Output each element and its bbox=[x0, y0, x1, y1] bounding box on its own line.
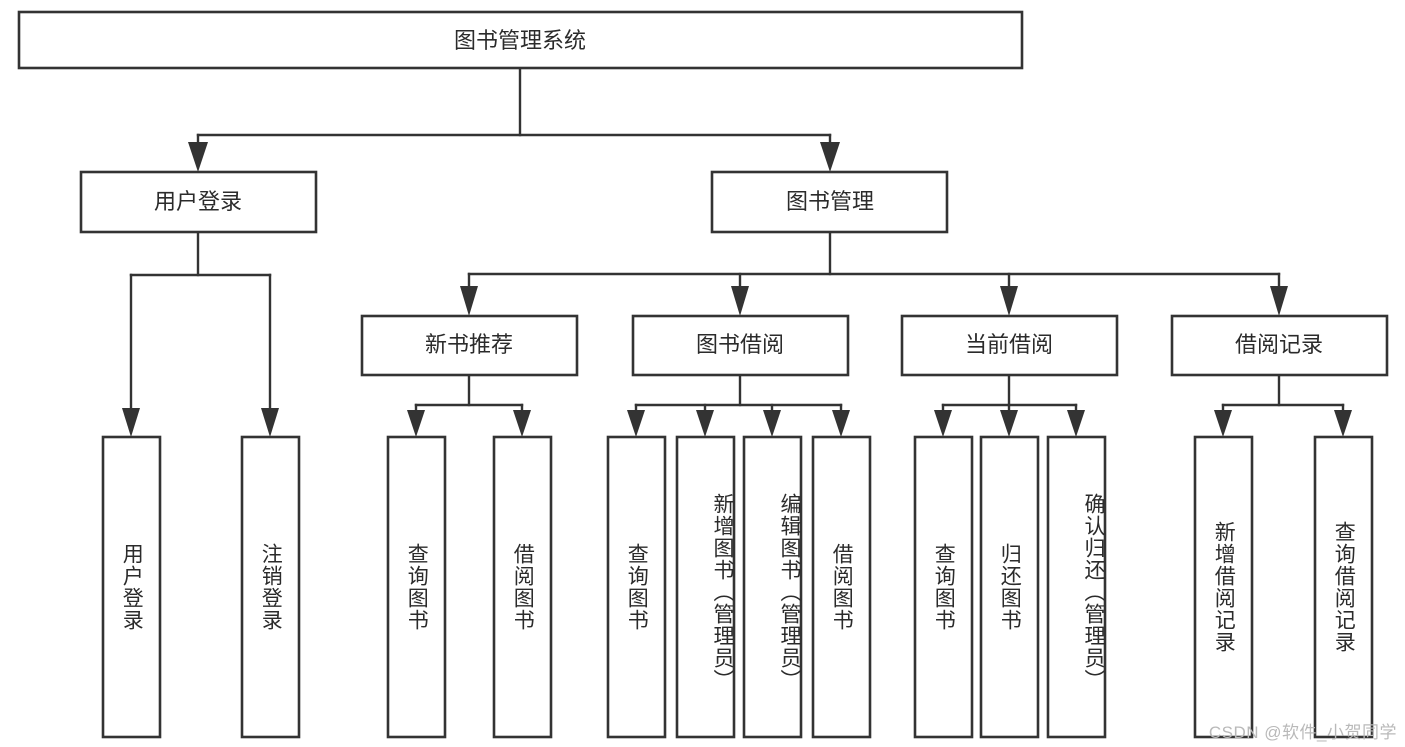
arrow-head-br-query bbox=[1334, 410, 1352, 437]
connector-group-borrowrecord bbox=[1214, 373, 1352, 437]
leaf-box-cb-confirm-return[interactable] bbox=[1046, 435, 1107, 739]
leaf-box-nb-borrow-book[interactable] bbox=[492, 435, 553, 739]
arrow-head-nb-query bbox=[407, 410, 425, 437]
leaf-box-br-query-record[interactable] bbox=[1313, 435, 1374, 739]
leaf-box-bb-add-book[interactable] bbox=[675, 435, 736, 739]
node-user-login-box[interactable] bbox=[79, 170, 318, 234]
arrow-head-bb-query bbox=[627, 410, 645, 437]
node-user-login-label: 用户登录 bbox=[154, 189, 242, 214]
connector-group-bookborrow bbox=[627, 373, 850, 437]
node-user-login[interactable]: 用户登录 bbox=[79, 170, 318, 234]
node-book-borrow-label: 图书借阅 bbox=[696, 332, 784, 357]
arrow-head-cb-query bbox=[934, 410, 952, 437]
arrow-head-cb-return bbox=[1000, 410, 1018, 437]
arrow-head-bb-add bbox=[696, 410, 714, 437]
node-root-label: 图书管理系统 bbox=[454, 28, 586, 53]
node-book-management[interactable]: 图书管理 bbox=[710, 170, 949, 234]
leaf-box-bb-borrow-book[interactable] bbox=[811, 435, 872, 739]
node-new-book-recommend-box[interactable] bbox=[360, 314, 579, 377]
arrow-head-current-borrow bbox=[1000, 286, 1018, 316]
arrow-head-bb-borrow bbox=[832, 410, 850, 437]
connector-group-books bbox=[460, 230, 1288, 316]
arrow-head-login bbox=[188, 142, 208, 172]
node-root-box[interactable] bbox=[17, 10, 1024, 70]
connector-group-login bbox=[122, 230, 279, 437]
node-current-borrow-label: 当前借阅 bbox=[965, 332, 1053, 357]
arrow-head-new-book bbox=[460, 286, 478, 316]
node-current-borrow-box[interactable] bbox=[900, 314, 1119, 377]
node-book-management-label: 图书管理 bbox=[786, 189, 874, 214]
arrow-head-cb-confirm bbox=[1067, 410, 1085, 437]
connector-group-root bbox=[188, 66, 840, 172]
connector-group-newbook bbox=[407, 373, 531, 437]
node-book-borrow-box[interactable] bbox=[631, 314, 850, 377]
arrow-head-borrow-record bbox=[1270, 286, 1288, 316]
watermark-text: CSDN @软件_小贺同学 bbox=[1208, 723, 1397, 742]
leaf-box-bb-query-book[interactable] bbox=[606, 435, 667, 739]
node-borrow-record-box[interactable] bbox=[1170, 314, 1389, 377]
leaf-box-bb-edit-book[interactable] bbox=[742, 435, 803, 739]
arrow-head-nb-borrow bbox=[513, 410, 531, 437]
leaf-box-logout[interactable] bbox=[240, 435, 301, 739]
node-root[interactable]: 图书管理系统 bbox=[17, 10, 1024, 70]
leaf-box-nb-query-book[interactable] bbox=[386, 435, 447, 739]
node-book-borrow[interactable]: 图书借阅 bbox=[631, 314, 850, 377]
node-new-book-recommend-label: 新书推荐 bbox=[425, 332, 513, 357]
node-borrow-record-label: 借阅记录 bbox=[1235, 332, 1323, 357]
arrow-head-br-add bbox=[1214, 410, 1232, 437]
leaf-box-user-login[interactable] bbox=[101, 435, 162, 739]
node-book-management-box[interactable] bbox=[710, 170, 949, 234]
leaf-box-cb-query-book[interactable] bbox=[913, 435, 974, 739]
arrow-head-book-borrow bbox=[731, 286, 749, 316]
node-borrow-record[interactable]: 借阅记录 bbox=[1170, 314, 1389, 377]
arrow-head-books bbox=[820, 142, 840, 172]
leaf-box-cb-return-book[interactable] bbox=[979, 435, 1040, 739]
arrow-head-logout bbox=[261, 408, 279, 437]
node-current-borrow[interactable]: 当前借阅 bbox=[900, 314, 1119, 377]
arrow-head-bb-edit bbox=[763, 410, 781, 437]
node-new-book-recommend[interactable]: 新书推荐 bbox=[360, 314, 579, 377]
leaf-box-br-add-record[interactable] bbox=[1193, 435, 1254, 739]
connector-group-currentborrow bbox=[934, 373, 1085, 437]
arrow-head-user-login bbox=[122, 408, 140, 437]
